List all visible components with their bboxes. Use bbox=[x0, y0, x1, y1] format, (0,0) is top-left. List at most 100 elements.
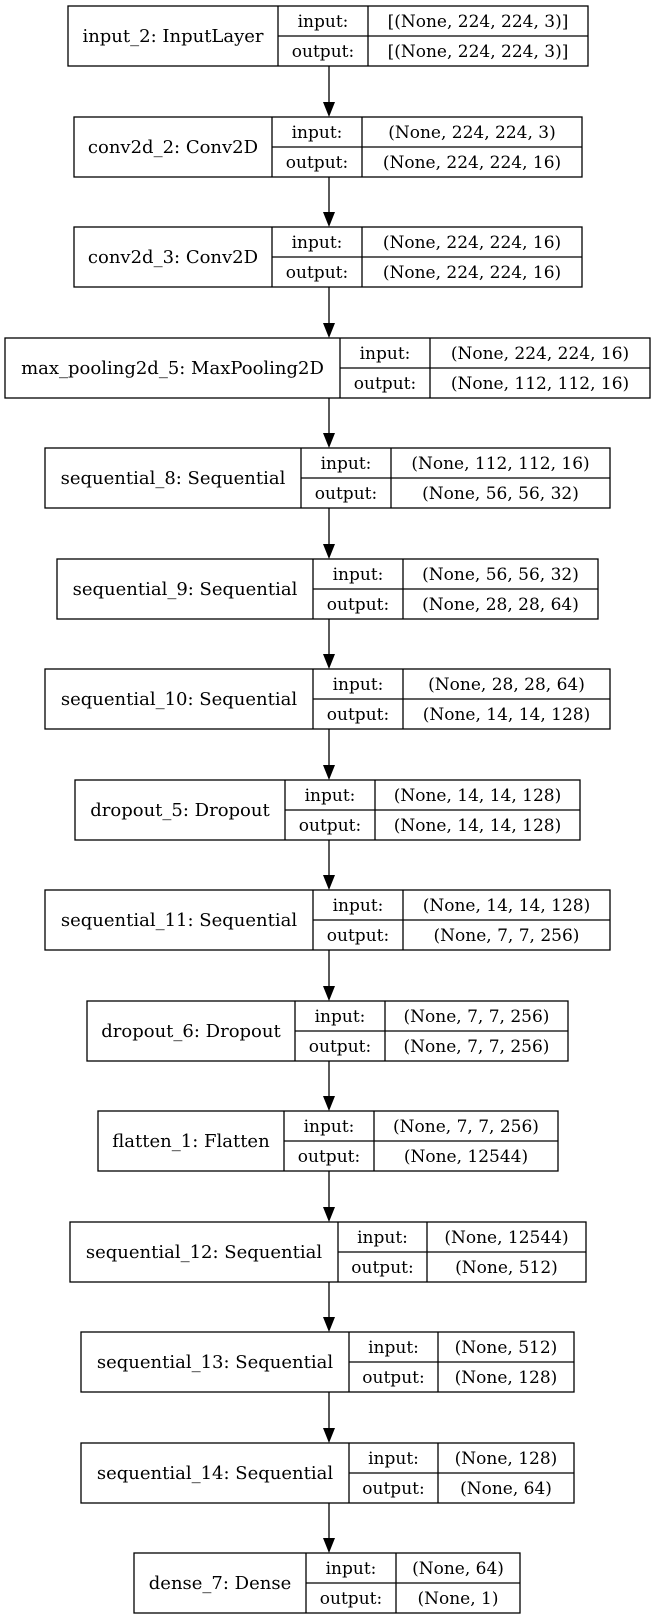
input-shape: (None, 512) bbox=[455, 1338, 558, 1358]
output-shape: (None, 1) bbox=[417, 1589, 498, 1609]
input-shape: (None, 112, 112, 16) bbox=[411, 454, 589, 474]
layer-name: sequential_11: Sequential bbox=[61, 910, 297, 931]
edge-arrowhead bbox=[323, 212, 335, 227]
layer-name: dropout_6: Dropout bbox=[101, 1021, 281, 1042]
layer-name: max_pooling2d_5: MaxPooling2D bbox=[21, 358, 324, 379]
edge-arrowhead bbox=[323, 765, 335, 780]
output-label: output: bbox=[362, 1368, 424, 1388]
output-shape: (None, 112, 112, 16) bbox=[451, 374, 629, 394]
input-label: input: bbox=[321, 454, 372, 474]
edge-arrowhead bbox=[323, 323, 335, 338]
output-shape: [(None, 224, 224, 3)] bbox=[388, 42, 569, 62]
input-label: input: bbox=[304, 1117, 355, 1137]
output-label: output: bbox=[286, 153, 348, 173]
output-shape: (None, 7, 7, 256) bbox=[434, 926, 580, 946]
edge-arrowhead bbox=[323, 102, 335, 117]
input-shape: (None, 14, 14, 128) bbox=[394, 786, 562, 806]
layer-name: sequential_14: Sequential bbox=[97, 1463, 333, 1484]
output-label: output: bbox=[298, 1147, 360, 1167]
layer-name: conv2d_3: Conv2D bbox=[88, 247, 258, 268]
input-shape: (None, 128) bbox=[455, 1449, 558, 1469]
input-label: input: bbox=[315, 1007, 366, 1027]
layer-node: dropout_5: Dropout input: output: (None, 14… bbox=[74, 779, 581, 841]
edge-arrowhead bbox=[323, 875, 335, 890]
layer-name: flatten_1: Flatten bbox=[112, 1131, 270, 1152]
input-label: input: bbox=[326, 1559, 377, 1579]
layer-node: conv2d_2: Conv2D input: output: (None, 224,… bbox=[73, 116, 583, 178]
layer-name: sequential_12: Sequential bbox=[86, 1242, 322, 1263]
input-label: input: bbox=[333, 896, 384, 916]
edge-arrowhead bbox=[323, 1538, 335, 1553]
output-shape: (None, 224, 224, 16) bbox=[383, 263, 561, 283]
layer-node: sequential_8: Sequential input: output: (No… bbox=[44, 447, 611, 509]
layer-node: dropout_6: Dropout input: output: (None, 7,… bbox=[86, 1000, 569, 1062]
input-shape: (None, 7, 7, 256) bbox=[393, 1117, 539, 1137]
layer-node: dense_7: Dense input: output: (None, 64) (No… bbox=[133, 1552, 521, 1614]
layer-node: conv2d_3: Conv2D input: output: (None, 224,… bbox=[73, 226, 583, 288]
output-label: output: bbox=[292, 42, 354, 62]
output-shape: (None, 12544) bbox=[404, 1147, 528, 1167]
input-label: input: bbox=[357, 1228, 408, 1248]
layer-name: input_2: InputLayer bbox=[82, 26, 263, 47]
output-label: output: bbox=[362, 1479, 424, 1499]
input-shape: (None, 56, 56, 32) bbox=[422, 565, 579, 585]
input-label: input: bbox=[360, 344, 411, 364]
output-shape: (None, 512) bbox=[455, 1258, 558, 1278]
output-label: output: bbox=[309, 1037, 371, 1057]
edge-arrowhead bbox=[323, 1096, 335, 1111]
input-label: input: bbox=[298, 12, 349, 32]
layer-name: sequential_13: Sequential bbox=[97, 1352, 333, 1373]
output-shape: (None, 128) bbox=[455, 1368, 558, 1388]
edge-arrowhead bbox=[323, 1317, 335, 1332]
edge-arrowhead bbox=[323, 1207, 335, 1222]
output-shape: (None, 28, 28, 64) bbox=[422, 595, 579, 615]
layer-node: sequential_13: Sequential input: output: (N… bbox=[80, 1331, 575, 1393]
edge-arrowhead bbox=[323, 654, 335, 669]
input-label: input: bbox=[368, 1338, 419, 1358]
output-shape: (None, 56, 56, 32) bbox=[422, 484, 579, 504]
input-shape: (None, 12544) bbox=[444, 1228, 568, 1248]
input-shape: [(None, 224, 224, 3)] bbox=[388, 12, 569, 32]
output-label: output: bbox=[327, 595, 389, 615]
edge-arrowhead bbox=[323, 544, 335, 559]
layer-node: sequential_9: Sequentialinput:output:(No… bbox=[56, 558, 599, 620]
layer-node: sequential_12: Sequential input: output: (N… bbox=[69, 1221, 587, 1283]
output-shape: (None, 14, 14, 128) bbox=[394, 816, 562, 836]
input-label: input: bbox=[292, 123, 343, 143]
output-label: output: bbox=[327, 926, 389, 946]
input-label: input: bbox=[305, 786, 356, 806]
input-shape: (None, 224, 224, 16) bbox=[383, 233, 561, 253]
output-label: output: bbox=[299, 816, 361, 836]
output-shape: (None, 64) bbox=[460, 1479, 552, 1499]
output-shape: (None, 7, 7, 256) bbox=[404, 1037, 550, 1057]
layer-node: max_pooling2d_5: MaxPooling2Dinput:outpu… bbox=[4, 337, 651, 399]
input-shape: (None, 64) bbox=[412, 1559, 504, 1579]
layer-name: conv2d_2: Conv2D bbox=[88, 137, 258, 158]
layer-name: dense_7: Dense bbox=[149, 1573, 291, 1594]
input-label: input: bbox=[292, 233, 343, 253]
layer-node: flatten_1: Flatten input: output: (None, 7,… bbox=[97, 1110, 559, 1172]
output-shape: (None, 224, 224, 16) bbox=[383, 153, 561, 173]
layer-node: sequential_14: Sequential input: output: (N… bbox=[80, 1442, 575, 1504]
layer-name: sequential_10: Sequential bbox=[61, 689, 297, 710]
input-shape: (None, 14, 14, 128) bbox=[423, 896, 591, 916]
layer-node: sequential_11: Sequential input: output: (N… bbox=[44, 889, 611, 951]
layer-name: dropout_5: Dropout bbox=[90, 800, 270, 821]
input-shape: (None, 224, 224, 3) bbox=[388, 123, 556, 143]
output-label: output: bbox=[320, 1589, 382, 1609]
layer-node: sequential_10: Sequential input: output: (N… bbox=[44, 668, 611, 730]
output-label: output: bbox=[351, 1258, 413, 1278]
layer-name: sequential_8: Sequential bbox=[61, 468, 286, 489]
input-shape: (None, 28, 28, 64) bbox=[428, 675, 585, 695]
edge-arrowhead bbox=[323, 986, 335, 1001]
output-label: output: bbox=[327, 705, 389, 725]
output-label: output: bbox=[315, 484, 377, 504]
input-shape: (None, 224, 224, 16) bbox=[451, 344, 629, 364]
layer-node: input_2: InputLayer input: output: [(None, … bbox=[67, 5, 589, 67]
input-label: input: bbox=[333, 675, 384, 695]
input-label: input: bbox=[368, 1449, 419, 1469]
input-shape: (None, 7, 7, 256) bbox=[404, 1007, 550, 1027]
output-label: output: bbox=[286, 263, 348, 283]
edge-arrowhead bbox=[323, 1428, 335, 1443]
